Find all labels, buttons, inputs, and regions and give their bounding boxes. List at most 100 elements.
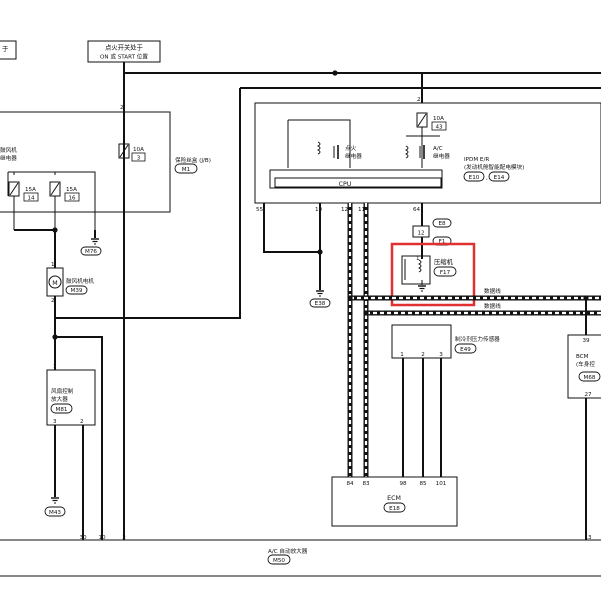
- can-bus-lower-junction: [363, 310, 369, 316]
- bcm-box: [567, 334, 601, 399]
- ipdm-connector-e14-outline: [488, 171, 510, 182]
- ipdm-cpu-box: [274, 177, 442, 188]
- fuse-b-rating: 15A: [66, 187, 77, 193]
- fuse-block-inner-right: [8, 171, 96, 230]
- pressure-sensor-name: 制冷剂压力传感器: [455, 335, 500, 343]
- connector-f1: F1: [439, 239, 446, 245]
- fan-amplifier-connector-outline: [50, 403, 73, 414]
- ac-amp-pin-13: 13: [584, 535, 592, 541]
- data-line-label-lower: 数据线: [484, 302, 501, 310]
- bcm-connector: M68: [584, 375, 596, 381]
- ecm-connector-outline: [383, 502, 406, 513]
- fuse-c-rating: 10A: [133, 147, 144, 153]
- ground-e38-connector: E38: [315, 301, 326, 307]
- blower-relay-line1: 鼓风机: [0, 146, 17, 154]
- ecm-pin-85: 85: [419, 481, 427, 487]
- ipdm-fuse-10a-43-element: [417, 113, 427, 127]
- blower-motor-connector: M39: [71, 288, 83, 294]
- ignition-header-line2: ON 或 START 位置: [100, 53, 148, 61]
- ignition-relay-frame: [288, 119, 351, 168]
- ground-e38-connector-outline: [309, 298, 331, 308]
- fuse-10a-3: [118, 143, 130, 159]
- compressor-name: 压缩机: [434, 257, 454, 266]
- pressure-sensor-pin-2: 2: [421, 352, 425, 358]
- ground-m76-connector-outline: [80, 246, 102, 256]
- ecm-name: ECM: [387, 495, 401, 502]
- ignition-relay-line2: 继电器: [345, 152, 362, 160]
- ipdm-fuse-rating: 10A: [433, 116, 444, 122]
- fuse-b-number-box: [64, 192, 80, 202]
- ac-amp-name: A/C 自动放大器: [268, 547, 308, 555]
- ground-m43-connector: M43: [49, 510, 61, 516]
- fan-amplifier-pin-2: 2: [80, 419, 84, 425]
- blower-motor-pin-2: 2: [51, 298, 55, 304]
- blower-motor-name: 鼓风机电机: [66, 277, 94, 285]
- left-header-box: [0, 40, 17, 60]
- ground-m76-connector: M76: [85, 249, 97, 255]
- compressor-connector: F17: [440, 270, 451, 276]
- pressure-sensor-box: [391, 324, 452, 359]
- ac-relay-coil: [404, 145, 409, 159]
- ac-relay-line2: 继电器: [433, 152, 450, 160]
- ipdm-pin-11: 11: [358, 207, 366, 213]
- blower-output-to-amp-10: [55, 336, 103, 540]
- pressure-sensor-connector: E49: [460, 347, 471, 353]
- compressor-clutch-box: [401, 255, 431, 285]
- fuse-c-number-box: [131, 152, 146, 162]
- ecm-pin-83: 83: [362, 481, 370, 487]
- fan-amplifier-line1: 风扇控制: [51, 387, 74, 395]
- bcm-connector-outline: [578, 371, 601, 382]
- ipdm-fuse-number-box: [431, 121, 447, 131]
- blower-motor-symbol: M: [52, 280, 57, 287]
- ipdm-pin-64: 64: [413, 207, 421, 213]
- fuse-a-number-box: [23, 192, 39, 202]
- fan-amplifier-box: [46, 369, 96, 426]
- pressure-sensor-pin-1: 1: [400, 352, 404, 358]
- connector-e8-outline: [432, 218, 452, 228]
- fuse-block-box: [0, 111, 171, 213]
- blower-motor-icon: [48, 275, 62, 289]
- bcm-pin-27: 27: [584, 392, 592, 398]
- ipdm-connector-comma: ,: [486, 176, 488, 182]
- ipdm-fuse-number: 43: [435, 125, 443, 131]
- compressor-clutch-coil: [417, 259, 422, 273]
- ipdm-connector-e10: E10: [469, 175, 480, 181]
- ecm-box: [331, 476, 458, 527]
- fan-amplifier-connector: M81: [56, 407, 68, 413]
- fuse-c-number: 3: [137, 156, 141, 162]
- ecm-connector: E18: [389, 506, 400, 512]
- ipdm-box: [254, 102, 601, 204]
- ac-amp-connector-outline: [267, 554, 291, 565]
- bcm-pin-39: 39: [582, 338, 590, 344]
- ignition-relay-line1: 点火: [345, 145, 357, 152]
- fuse-15a-16-element: [50, 182, 60, 196]
- ac-amp-pin-2: 2: [122, 535, 126, 541]
- blower-relay-line2: 继电器: [0, 154, 17, 162]
- pressure-sensor-connector-outline: [454, 343, 477, 354]
- fan-amplifier-pin-1: 1: [53, 364, 57, 370]
- fuse-block-connector-outline: [174, 163, 198, 174]
- bcm-name: BCM: [576, 354, 589, 360]
- ipdm-pin-12: 12: [341, 207, 348, 213]
- ac-amp-pin-10: 10: [98, 535, 106, 541]
- ipdm-name-line1: IPDM E/R: [464, 157, 489, 163]
- fuse-10a-3-element: [119, 144, 129, 158]
- ipdm-ground-junction: [317, 249, 323, 255]
- ipdm-to-blower-wire: [55, 88, 241, 319]
- ipdm-pin-10: 10: [315, 207, 323, 213]
- fan-amplifier-pin-3: 3: [53, 419, 57, 425]
- ground-m43-connector-outline: [44, 506, 66, 517]
- fuse-a-rating: 15A: [25, 187, 36, 193]
- ac-amp-connector: M50: [273, 558, 285, 564]
- ac-relay-line1: A/C: [433, 146, 443, 152]
- ignition-relay-coil: [316, 141, 321, 155]
- ipdm-connector-e14: E14: [494, 175, 505, 181]
- ac-amp-pin-30: 30: [79, 535, 87, 541]
- ecm-pin-84: 84: [346, 481, 354, 487]
- compressor-connector-outline: [433, 266, 457, 277]
- ecm-pin-98: 98: [399, 481, 407, 487]
- ipdm-connector-e10-outline: [463, 171, 485, 182]
- ac-auto-amplifier-box: [0, 539, 601, 577]
- fuse-b-number: 16: [68, 196, 76, 202]
